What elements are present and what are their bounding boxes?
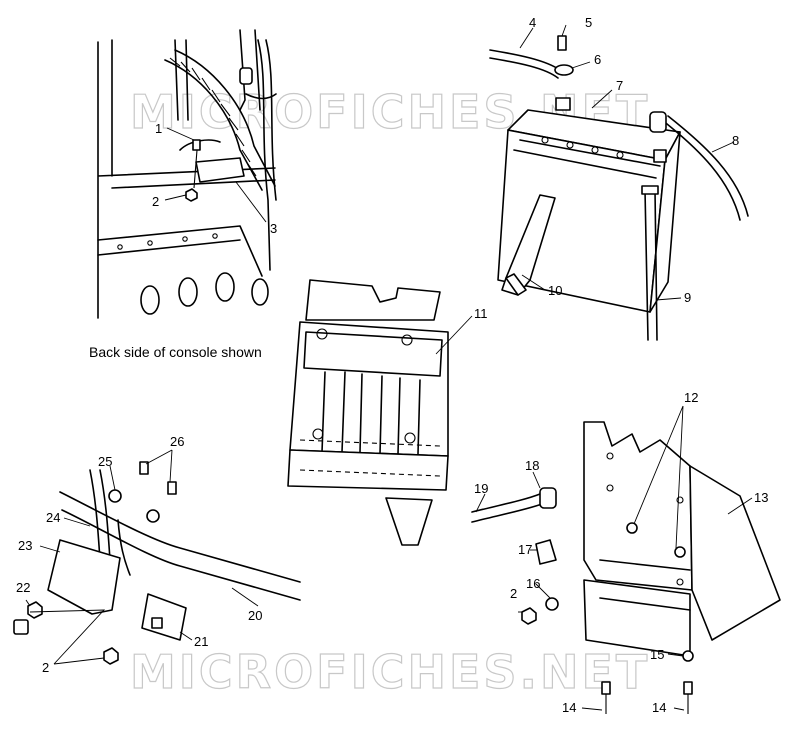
- callout-6: 6: [594, 52, 601, 67]
- callout-1: 1: [155, 121, 162, 136]
- callout-labels: 1 2 3 4 5 6 7 8 9 10 11 12 13 14 14 15 1…: [16, 15, 768, 715]
- battery-assembly: [489, 35, 749, 341]
- harness-assembly: [13, 461, 301, 665]
- callout-5: 5: [585, 15, 592, 30]
- callout-9: 9: [684, 290, 691, 305]
- callout-4: 4: [529, 15, 536, 30]
- callout-14b: 14: [652, 700, 666, 715]
- callout-13: 13: [754, 490, 768, 505]
- callout-2b: 2: [42, 660, 49, 675]
- callout-26: 26: [170, 434, 184, 449]
- callout-18: 18: [525, 458, 539, 473]
- callout-14a: 14: [562, 700, 576, 715]
- callout-8: 8: [732, 133, 739, 148]
- callout-22: 22: [16, 580, 30, 595]
- battery-tray: [287, 279, 449, 546]
- callout-25: 25: [98, 454, 112, 469]
- leader-lines: [25, 24, 753, 711]
- callout-7: 7: [616, 78, 623, 93]
- callout-24: 24: [46, 510, 60, 525]
- callout-3: 3: [270, 221, 277, 236]
- callout-12: 12: [684, 390, 698, 405]
- callout-20: 20: [248, 608, 262, 623]
- callout-17: 17: [518, 542, 532, 557]
- callout-19: 19: [474, 481, 488, 496]
- callout-16: 16: [526, 576, 540, 591]
- callout-10: 10: [548, 283, 562, 298]
- watermark-bottom: MICROFICHES.NET: [130, 645, 650, 699]
- callout-2a: 2: [152, 194, 159, 209]
- callout-21: 21: [194, 634, 208, 649]
- mount-bracket-assembly: [471, 421, 781, 714]
- callout-23: 23: [18, 538, 32, 553]
- callout-11: 11: [474, 306, 488, 321]
- callout-15: 15: [650, 647, 664, 662]
- callout-2c: 2: [510, 586, 517, 601]
- caption-console: Back side of console shown: [89, 344, 262, 360]
- console-back-view: [97, 29, 277, 319]
